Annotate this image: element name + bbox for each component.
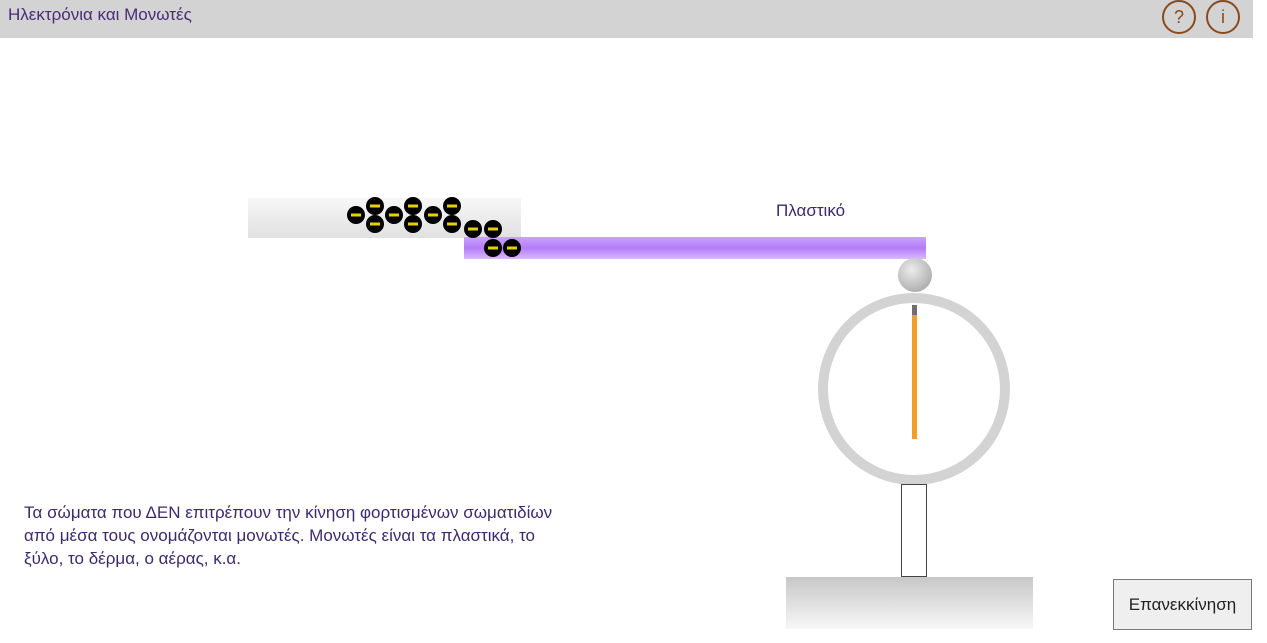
electron — [385, 206, 403, 224]
electron — [366, 215, 384, 233]
minus-sign-icon — [351, 213, 361, 217]
electron — [484, 239, 502, 257]
electron — [484, 220, 502, 238]
electron — [443, 197, 461, 215]
title-bar: Ηλεκτρόνια και Μονωτές — [0, 0, 1253, 38]
minus-sign-icon — [488, 246, 498, 250]
question-icon: ? — [1173, 6, 1184, 27]
info-icon: i — [1221, 6, 1225, 27]
minus-sign-icon — [408, 204, 418, 208]
electroscope-needle — [912, 315, 917, 439]
electron — [443, 215, 461, 233]
minus-sign-icon — [428, 213, 438, 217]
minus-sign-icon — [370, 204, 380, 208]
minus-sign-icon — [507, 246, 517, 250]
electron — [404, 215, 422, 233]
electron — [347, 206, 365, 224]
electroscope-rod — [912, 305, 917, 315]
electroscope-stand — [901, 484, 927, 577]
plastic-bar — [464, 237, 926, 259]
electroscope-ring — [818, 293, 1010, 485]
electroscope-base — [786, 577, 1033, 629]
electron — [404, 197, 422, 215]
minus-sign-icon — [389, 213, 399, 217]
minus-sign-icon — [447, 222, 457, 226]
electron — [464, 220, 482, 238]
help-button[interactable]: ? — [1162, 0, 1196, 34]
info-button[interactable]: i — [1206, 0, 1240, 34]
minus-sign-icon — [468, 227, 478, 231]
reset-button[interactable]: Επανεκκίνηση — [1113, 579, 1252, 630]
electron — [503, 239, 521, 257]
minus-sign-icon — [408, 222, 418, 226]
minus-sign-icon — [488, 227, 498, 231]
plastic-label: Πλαστικό — [776, 201, 846, 220]
electron — [424, 206, 442, 224]
electroscope-knob — [898, 258, 932, 292]
description-text: Τα σώματα που ΔΕΝ επιτρέπουν την κίνηση … — [24, 503, 553, 568]
app-title: Ηλεκτρόνια και Μονωτές — [8, 5, 192, 24]
electron — [366, 197, 384, 215]
minus-sign-icon — [447, 204, 457, 208]
minus-sign-icon — [370, 222, 380, 226]
